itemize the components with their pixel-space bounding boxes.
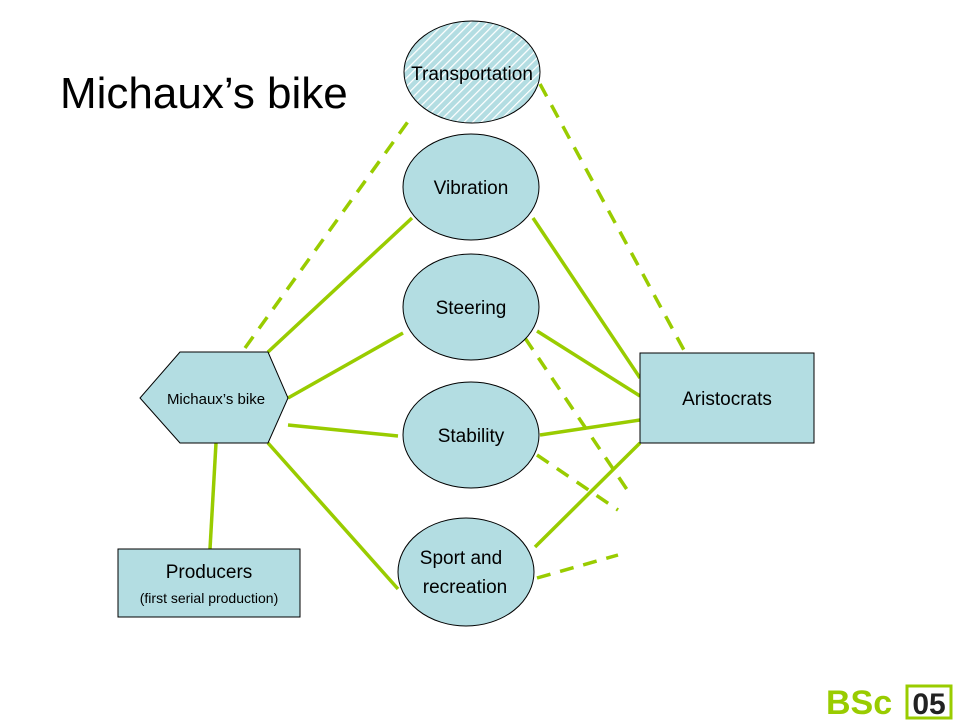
edge-bike-steering [287, 331, 404, 400]
slide-title: Michaux’s bike [60, 69, 348, 118]
stability-label: Stability [438, 426, 505, 447]
edge-sport-dashed [536, 553, 619, 580]
producers-label-line1: Producers [166, 562, 253, 583]
producers-box [117, 548, 301, 618]
edge-bike-producers [208, 442, 218, 550]
sport-label-line2: recreation [423, 577, 508, 598]
bike-hexagon [139, 351, 289, 444]
producers-label-line2: (first serial production) [140, 590, 279, 606]
logo-badge [905, 684, 953, 720]
edge-steering-aristocrats [536, 329, 641, 398]
transportation-ellipse [403, 20, 541, 124]
node-sport: Sport and recreation [397, 517, 535, 627]
edge-bike-vibration [266, 216, 414, 354]
edge-bike-stability [287, 423, 399, 438]
node-vibration: Vibration [402, 133, 540, 241]
logo-05-text: 05 [912, 688, 945, 720]
edge-vibration-aristocrats [531, 217, 642, 379]
sport-ellipse [397, 517, 535, 627]
bsc05-logo: BSc 05 [826, 684, 953, 720]
aristocrats-box [639, 352, 815, 444]
stability-ellipse [402, 381, 540, 489]
sport-label-line1: Sport and [420, 548, 502, 569]
edge-sport-aristocrats [533, 441, 642, 549]
vibration-ellipse [402, 133, 540, 241]
edge-stability-dashed [536, 453, 619, 512]
node-transportation: Transportation [403, 20, 541, 124]
edge-bike-transportation [243, 114, 414, 350]
steering-ellipse [402, 253, 540, 361]
edge-transportation-aristocrats [538, 83, 687, 353]
transportation-label: Transportation [411, 64, 533, 85]
edge-bike-sport [266, 441, 400, 591]
node-steering: Steering [402, 253, 540, 361]
node-producers: Producers (first serial production) [117, 548, 301, 618]
edges [208, 83, 687, 591]
edge-steering-dashed [523, 337, 634, 498]
steering-label: Steering [436, 298, 507, 319]
node-aristocrats: Aristocrats [639, 352, 815, 444]
node-stability: Stability [402, 381, 540, 489]
edge-stability-aristocrats [539, 418, 641, 437]
vibration-label: Vibration [434, 178, 509, 199]
node-bike: Michaux’s bike [139, 351, 289, 444]
logo-bsc-text: BSc [826, 684, 892, 720]
aristocrats-label: Aristocrats [682, 389, 772, 410]
bike-label: Michaux’s bike [167, 391, 265, 408]
